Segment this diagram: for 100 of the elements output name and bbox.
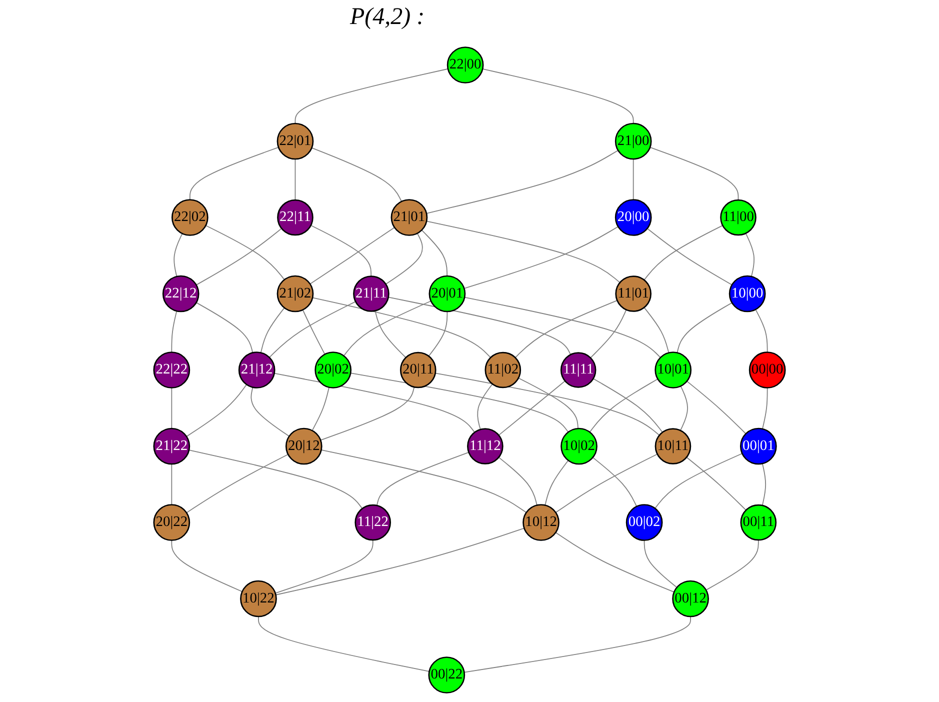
node-circle: 10|12 [522, 504, 560, 541]
node-circle: 11|22 [354, 504, 391, 541]
node-circle: 20|12 [285, 428, 322, 465]
connector [514, 300, 618, 358]
connector [498, 380, 566, 436]
diagram-title: P(4,2) : [350, 4, 425, 31]
connector [320, 449, 527, 513]
connector [196, 228, 282, 286]
node-circle: 22|12 [162, 275, 200, 312]
connector [310, 226, 395, 284]
node-circle: 22|11 [277, 199, 314, 236]
connector [294, 158, 296, 200]
node-circle: 22|22 [153, 352, 190, 388]
connector [350, 372, 569, 433]
connector [680, 386, 688, 431]
connector [174, 233, 183, 277]
connector [426, 150, 619, 214]
connector [686, 456, 746, 511]
node-circle: 21|11 [353, 276, 390, 312]
connector [434, 372, 660, 436]
connector [762, 387, 768, 430]
connector [555, 532, 675, 592]
connector [686, 380, 746, 434]
connector [171, 310, 178, 353]
connector [592, 456, 638, 507]
connector [676, 302, 732, 354]
node-circle: 10|02 [560, 428, 598, 465]
node-circle: 22|00 [446, 46, 484, 84]
node-circle: 10|22 [240, 580, 277, 618]
node-circle: 11|00 [720, 199, 756, 236]
connector [762, 463, 766, 506]
connector [260, 307, 285, 354]
connector [274, 372, 476, 433]
connector [171, 387, 172, 429]
connector [518, 378, 578, 429]
node-circle: 21|01 [390, 199, 428, 236]
connector [205, 225, 285, 280]
node-circle: 11|01 [615, 276, 652, 312]
node-circle: 00|11 [740, 504, 777, 541]
connector [186, 454, 289, 514]
node-circle: 00|00 [748, 352, 786, 388]
node-circle: 11|11 [560, 352, 596, 388]
node-circle: 21|02 [276, 275, 314, 312]
node-circle: 21|22 [153, 428, 190, 465]
connector [477, 384, 493, 430]
connector [590, 309, 627, 358]
node-circle: 00|02 [626, 504, 663, 541]
connector [310, 224, 372, 277]
node-circle: 22|02 [171, 199, 208, 236]
connector [374, 310, 406, 358]
connector [250, 386, 290, 437]
connector [464, 226, 619, 289]
connector [654, 453, 743, 509]
node-circle: 20|00 [614, 199, 652, 236]
node-circle: 21|12 [238, 352, 276, 388]
node-circle: 22|01 [276, 122, 314, 160]
connector [268, 301, 356, 358]
connector [320, 386, 415, 441]
connector [745, 232, 754, 277]
connector [274, 540, 374, 594]
connector [312, 386, 330, 432]
connector [311, 147, 402, 202]
node-circle: 00|12 [672, 580, 709, 618]
connector [171, 464, 172, 506]
node-circle: 00|01 [740, 428, 777, 465]
connector [188, 450, 363, 510]
connector [186, 384, 248, 437]
node-circle: 20|11 [400, 352, 436, 388]
connector [302, 309, 326, 355]
connector [644, 307, 670, 354]
connector [388, 296, 572, 356]
node-circle: 20|22 [153, 504, 190, 541]
connector [275, 528, 525, 596]
connector [464, 296, 661, 358]
connector [498, 456, 538, 506]
connector [385, 232, 423, 285]
connector [632, 158, 634, 200]
connector [646, 228, 732, 286]
connector [196, 302, 254, 354]
connector [171, 540, 243, 592]
connector [644, 224, 724, 280]
connector [482, 68, 634, 124]
connector [343, 300, 432, 356]
connector [312, 297, 492, 358]
connector [294, 68, 448, 124]
connector [421, 230, 448, 276]
connector [706, 540, 759, 591]
connector [544, 460, 569, 506]
node-circle: 21|00 [614, 122, 652, 160]
connector [376, 452, 470, 506]
connector [258, 616, 430, 672]
connector [464, 616, 691, 673]
connector [555, 454, 658, 513]
node-circle: 00|22 [428, 656, 466, 694]
connector [189, 146, 279, 200]
node-circle: 10|11 [654, 428, 692, 464]
node-circle: 11|12 [467, 428, 504, 464]
node-circle: 10|01 [654, 352, 692, 388]
node-circle: 11|02 [484, 352, 522, 388]
node-circle: 20|01 [428, 275, 466, 312]
